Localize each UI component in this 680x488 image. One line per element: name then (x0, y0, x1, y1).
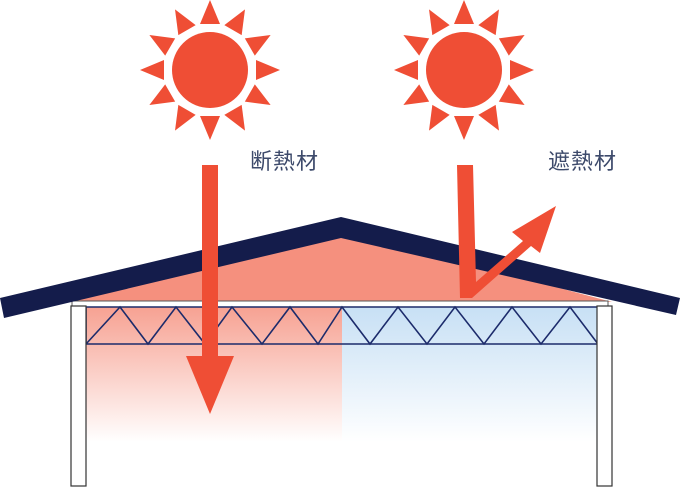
left-column (70, 305, 87, 487)
right-column (596, 305, 613, 487)
sun-icon (140, 0, 280, 140)
ceiling-beam (71, 300, 609, 308)
heat-shield-label: 遮熱材 (548, 150, 618, 175)
insulation-label: 断熱材 (250, 150, 320, 175)
arrow-reflect-icon (457, 165, 556, 298)
sun-icon (394, 0, 534, 140)
room-cool-zone (342, 306, 598, 442)
roof-outline (0, 217, 680, 318)
arrow-down-icon (186, 165, 234, 414)
